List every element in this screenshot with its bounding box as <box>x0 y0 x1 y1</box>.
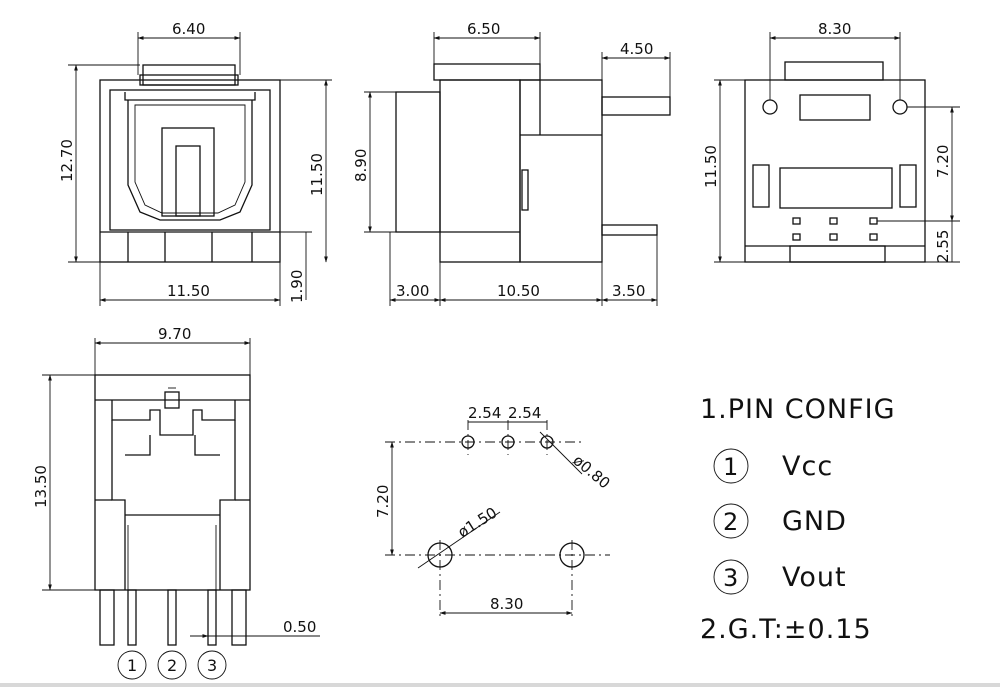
pcb-layout: 2.54 2.54 ø0.80 7.20 ø1.50 8.30 <box>374 404 614 620</box>
dim-pcb-pin-hole: ø0.80 <box>569 451 613 492</box>
dim-front-height-total: 12.70 <box>58 139 76 182</box>
dim-pcb-mount-hole: ø1.50 <box>455 504 501 542</box>
bottom-rule <box>0 683 1000 687</box>
dim-side-shutter-len: 4.50 <box>620 40 653 58</box>
bottom-pin-label-2: 2 <box>167 656 177 675</box>
dim-pcb-mount-spacing: 8.30 <box>490 595 523 613</box>
dim-rear-pin-height: 7.20 <box>934 145 952 178</box>
dim-bottom-height: 13.50 <box>32 465 50 508</box>
dim-side-height: 8.90 <box>352 149 370 182</box>
pin-2-name: GND <box>782 506 847 537</box>
pin-2-number: 2 <box>723 508 738 536</box>
bottom-view: 9.70 13.50 0.50 1 2 3 <box>32 325 320 680</box>
bottom-pin-label-3: 3 <box>207 656 217 675</box>
pin-1-name: Vcc <box>782 451 833 482</box>
side-view: 6.50 4.50 8.90 3.00 10.50 3.50 <box>352 20 671 306</box>
dim-front-width: 11.50 <box>167 282 210 300</box>
pin-config-title: 1.PIN CONFIG <box>700 394 896 425</box>
dim-side-rear-len: 3.50 <box>612 282 645 300</box>
dim-front-top-width: 6.40 <box>172 20 205 38</box>
dim-pcb-pitch-1: 2.54 <box>468 404 501 422</box>
dim-rear-width: 8.30 <box>818 20 851 38</box>
front-view: 6.40 12.70 11.50 11.50 1.90 <box>58 20 332 306</box>
pin-1-number: 1 <box>723 453 738 481</box>
dim-pcb-pitch-2: 2.54 <box>508 404 541 422</box>
dim-side-body-len: 10.50 <box>497 282 540 300</box>
rear-view: 8.30 11.50 7.20 2.55 <box>702 20 960 263</box>
dim-bottom-width: 9.70 <box>158 325 191 343</box>
tolerance-note: 2.G.T:±0.15 <box>700 614 872 645</box>
dim-rear-height: 11.50 <box>702 145 720 188</box>
dim-pcb-row-spacing: 7.20 <box>374 485 392 518</box>
dim-rear-base-offset: 2.55 <box>934 230 952 263</box>
dim-side-top-width: 6.50 <box>467 20 500 38</box>
pin-3-name: Vout <box>782 562 847 593</box>
pin-config-legend: 1.PIN CONFIG 1 Vcc 2 GND 3 Vout 2.G.T:±0… <box>700 394 896 645</box>
dim-front-base-height: 1.90 <box>288 270 306 303</box>
pin-3-number: 3 <box>723 564 738 592</box>
dim-front-height-body: 11.50 <box>308 153 326 196</box>
dim-side-front-len: 3.00 <box>396 282 429 300</box>
bottom-pin-label-1: 1 <box>127 656 137 675</box>
dim-bottom-pin-width: 0.50 <box>283 618 316 636</box>
